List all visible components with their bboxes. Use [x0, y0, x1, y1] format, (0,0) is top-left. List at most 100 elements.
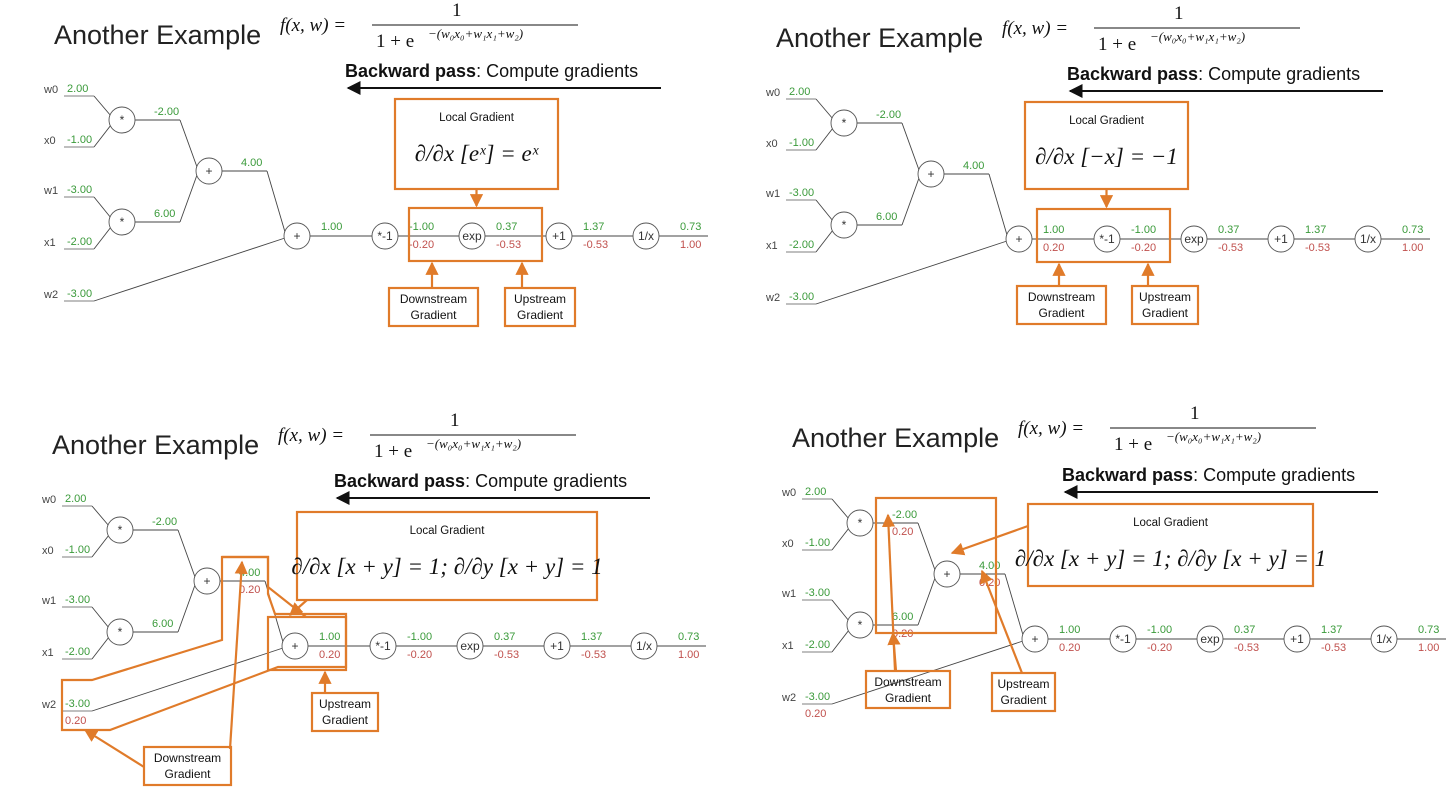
local-gradient-formula: ∂/∂x [x + y] = 1; ∂/∂y [x + y] = 1	[291, 554, 602, 579]
backward-value-add1: 0.20	[1059, 642, 1080, 654]
highlight-region	[407, 206, 544, 263]
input-value-x1: -2.00	[65, 646, 90, 658]
label-connector-arrow	[83, 729, 145, 768]
forward-value-plus1: 1.37	[1321, 624, 1342, 636]
graph-edge	[177, 529, 196, 578]
graph-node-neg	[1109, 625, 1137, 653]
local-gradient-box	[1026, 502, 1315, 588]
backward-pass-bold: Backward pass	[1062, 465, 1193, 485]
graph-edge	[177, 584, 196, 633]
graph-edge	[266, 170, 286, 233]
forward-value-add1: 1.00	[321, 221, 342, 233]
input-name-w1: w1	[41, 595, 56, 607]
forward-value-neg: -1.00	[1147, 624, 1172, 636]
input-name-x1: x1	[766, 240, 778, 252]
graph-node-exp	[1196, 625, 1224, 653]
graph-node-inv	[1370, 625, 1398, 653]
backward-value-neg: -0.20	[1131, 242, 1156, 254]
backward-value-plus1: -0.53	[583, 239, 608, 251]
forward-value-inv: 0.73	[1402, 224, 1423, 236]
downstream-gradient-box	[1015, 284, 1108, 326]
forward-value-mul0: -2.00	[152, 516, 177, 528]
input-value-w0: 2.00	[67, 83, 88, 95]
graph-edge	[917, 522, 936, 571]
backward-pass-heading: Backward pass: Compute gradients	[1062, 465, 1355, 485]
graph-edge	[1004, 573, 1024, 636]
input-value-x0: -1.00	[67, 134, 92, 146]
graph-edge	[93, 226, 112, 250]
forward-value-mul0: -2.00	[876, 109, 901, 121]
local-gradient-connector	[950, 524, 1029, 556]
backward-pass-bold: Backward pass	[1067, 64, 1198, 84]
panel-title: Another Example	[52, 430, 259, 460]
graph-node-label: +	[293, 229, 300, 243]
formula-denominator: 1 + e	[1098, 34, 1136, 55]
graph-node-label: exp	[1184, 232, 1204, 246]
input-name-x0: x0	[42, 545, 54, 557]
graph-edge	[815, 127, 834, 151]
formula-numerator: 1	[452, 0, 462, 21]
backward-pass-rest: : Compute gradients	[1198, 64, 1360, 84]
backward-value-plus1: -0.53	[581, 649, 606, 661]
input-value-x1: -2.00	[67, 236, 92, 248]
input-name-w2: w2	[765, 292, 780, 304]
graph-node-inv	[1354, 225, 1382, 253]
formula-denominator: 1 + e	[376, 31, 414, 52]
upstream-label-line1: Upstream	[1139, 290, 1191, 304]
graph-node-label: +	[1015, 232, 1022, 246]
formula-lhs: f(x, w) =	[278, 425, 344, 446]
local-gradient-formula: ∂/∂x [eˣ] = eˣ	[415, 141, 539, 166]
formula-lhs: f(x, w) =	[1002, 18, 1068, 39]
local-gradient-formula: ∂/∂x [−x] = −1	[1035, 144, 1178, 169]
downstream-label-line2: Gradient	[885, 691, 932, 705]
panel-title: Another Example	[54, 20, 261, 50]
graph-node-add0	[193, 567, 221, 595]
graph-edge	[93, 196, 112, 219]
input-value-w2: -3.00	[805, 691, 830, 703]
graph-edge	[831, 599, 850, 622]
graph-node-mul1	[830, 211, 858, 239]
graph-edge	[831, 498, 850, 520]
upstream-label-line2: Gradient	[322, 713, 369, 727]
graph-edge	[179, 119, 198, 168]
backward-value-add0: 0.20	[239, 584, 260, 596]
graph-edge	[179, 174, 198, 223]
graph-node-add0	[917, 160, 945, 188]
graph-node-inv	[632, 222, 660, 250]
backward-pass-rest: : Compute gradients	[476, 61, 638, 81]
backward-value-w2: 0.20	[805, 708, 826, 720]
formula-numerator: 1	[1190, 403, 1200, 424]
input-value-w1: -3.00	[789, 187, 814, 199]
graph-node-label: exp	[462, 229, 482, 243]
graph-edge	[91, 534, 110, 558]
input-name-x0: x0	[44, 135, 56, 147]
graph-node-label: *	[120, 113, 125, 127]
graph-node-mul0	[830, 109, 858, 137]
graph-edge	[815, 229, 834, 253]
backward-pass-bold: Backward pass	[345, 61, 476, 81]
highlight-region	[874, 496, 998, 635]
graph-node-label: *	[120, 215, 125, 229]
downstream-gradient-box	[387, 286, 480, 328]
backward-value-neg: -0.20	[407, 649, 432, 661]
backward-value-plus1: -0.53	[1321, 642, 1346, 654]
formula-exponent: −(w₀x₀+w₁x₁+w₂)	[1150, 29, 1245, 44]
graph-node-label: exp	[1200, 632, 1220, 646]
input-value-w0: 2.00	[65, 493, 86, 505]
forward-value-mul1: 6.00	[152, 618, 173, 630]
graph-node-exp	[1180, 225, 1208, 253]
graph-edge	[988, 173, 1008, 236]
graph-node-label: 1/x	[638, 229, 654, 243]
graph-edge	[93, 124, 112, 148]
forward-value-mul1: 6.00	[892, 611, 913, 623]
graph-edge	[93, 95, 112, 117]
formula-numerator: 1	[450, 410, 460, 431]
panel-title: Another Example	[776, 23, 983, 53]
input-name-w1: w1	[781, 588, 796, 600]
upstream-label-line2: Gradient	[1000, 693, 1047, 707]
input-value-w2: -3.00	[65, 698, 90, 710]
formula-numerator: 1	[1174, 3, 1184, 24]
graph-node-add0	[933, 560, 961, 588]
input-value-x0: -1.00	[805, 537, 830, 549]
